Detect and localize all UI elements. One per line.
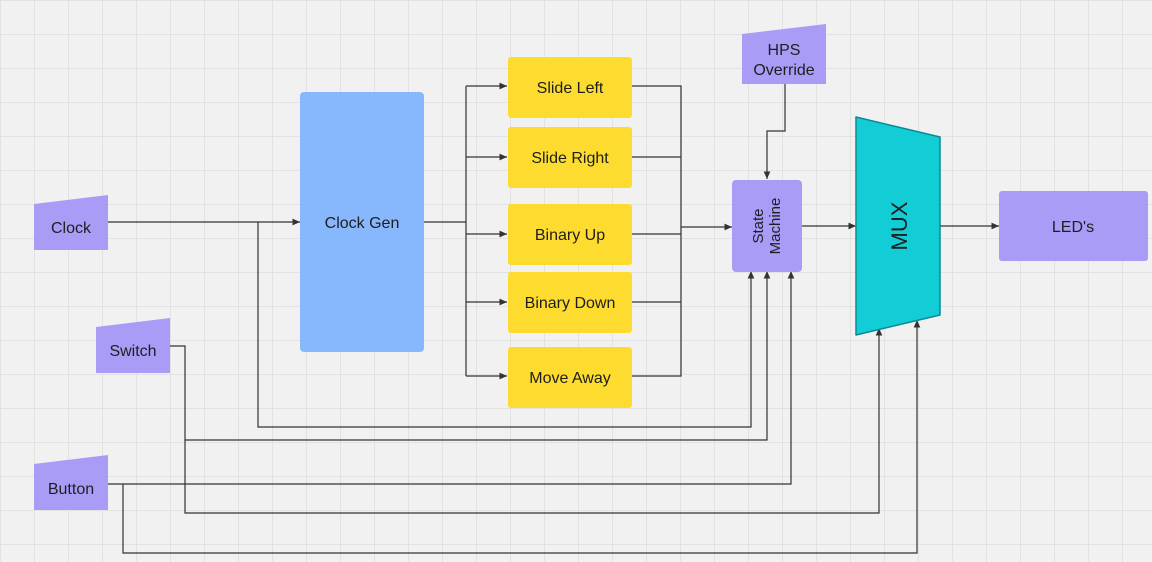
clock-input-shape — [34, 195, 108, 250]
connector-modes-bus — [632, 85, 682, 377]
connector-switch-to-mux — [184, 328, 883, 514]
clock-gen-block: Clock Gen — [300, 92, 424, 352]
mode-block-shape — [508, 57, 632, 118]
mode-block-label: Binary Down — [525, 295, 616, 312]
connector-button-to-mux — [122, 320, 921, 554]
switch-input-block: Switch — [96, 318, 170, 373]
mux-label: MUX — [887, 201, 912, 250]
hps-override-label-line1: HPS — [768, 42, 801, 59]
connector-button-to-state-machine — [108, 271, 795, 485]
state-machine-shape — [732, 180, 802, 272]
state-machine-label-line2: Machine — [767, 198, 784, 255]
button-input-label: Button — [48, 481, 94, 498]
switch-input-shape — [96, 318, 170, 373]
connector-switch-to-state-machine — [170, 271, 771, 441]
connector-clockgen-trunk — [424, 86, 467, 376]
clock-gen-label: Clock Gen — [325, 215, 400, 232]
connector-hps-to-state-machine — [763, 84, 786, 179]
button-input-block: Button — [34, 455, 108, 510]
mux-block: MUX — [855, 116, 941, 336]
mode-blocks: Slide Left Slide Right Binary Up Binary … — [508, 57, 632, 408]
mode-block-binary-down: Binary Down — [508, 272, 632, 333]
button-input-shape — [34, 455, 108, 510]
switch-input-label: Switch — [109, 343, 156, 360]
mode-block-label: Slide Left — [537, 80, 604, 97]
mode-block-shape — [508, 204, 632, 265]
leds-output-block: LED's — [999, 191, 1148, 261]
mode-block-slide-left: Slide Left — [508, 57, 632, 118]
hps-override-block: HPS Override — [742, 24, 826, 84]
hps-override-label-line2: Override — [753, 62, 814, 79]
hps-override-shape — [742, 24, 826, 84]
mux-shape — [855, 116, 941, 336]
mode-block-label: Binary Up — [535, 227, 605, 244]
leds-output-label: LED's — [1052, 219, 1094, 236]
mode-block-shape — [508, 272, 632, 333]
clock-gen-shape — [300, 92, 424, 352]
clock-input-block: Clock — [34, 195, 108, 250]
mode-block-move-away: Move Away — [508, 347, 632, 408]
connectors — [108, 82, 999, 554]
state-machine-block: State Machine — [732, 180, 802, 272]
mode-block-label: Slide Right — [531, 150, 609, 167]
leds-output-shape — [999, 191, 1148, 261]
clock-input-label: Clock — [51, 220, 92, 237]
connector-clock-to-state-machine — [257, 222, 755, 428]
mode-block-shape — [508, 347, 632, 408]
mode-block-slide-right: Slide Right — [508, 127, 632, 188]
mode-block-label: Move Away — [529, 370, 611, 387]
mode-block-shape — [508, 127, 632, 188]
mode-block-binary-up: Binary Up — [508, 204, 632, 265]
state-machine-label-line1: State — [750, 208, 767, 243]
